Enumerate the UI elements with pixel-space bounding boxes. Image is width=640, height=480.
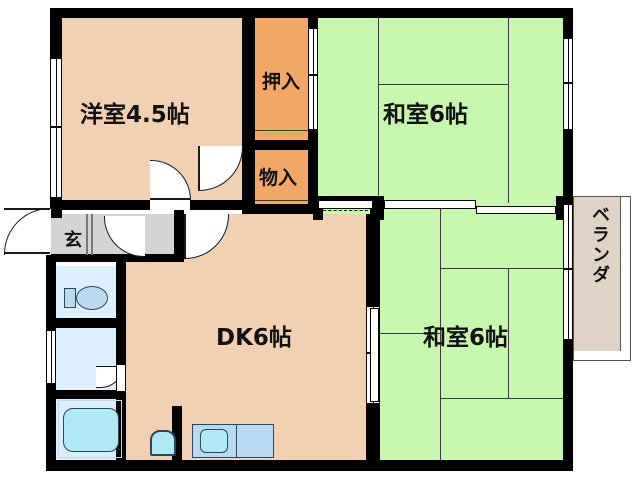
wall-storage-right bbox=[308, 150, 318, 214]
wall-closet-right-lower bbox=[308, 130, 318, 150]
wall-left-toilet bbox=[46, 258, 56, 326]
room-tatami-south bbox=[380, 203, 573, 460]
wall-genkan-right bbox=[174, 210, 184, 262]
label-tatami-room-north: 和室6帖 bbox=[383, 102, 469, 128]
room-tatami-north bbox=[318, 18, 573, 203]
toilet-door[interactable] bbox=[118, 258, 126, 260]
label-tatami-room-south: 和室6帖 bbox=[423, 325, 509, 351]
toilet-tank bbox=[64, 288, 76, 308]
tatami-line bbox=[378, 18, 379, 203]
sliding-door-dk-tatami[interactable] bbox=[370, 308, 379, 402]
tatami-line bbox=[380, 333, 440, 334]
wall-western-right bbox=[242, 8, 255, 210]
wall-dk-right-upper bbox=[366, 214, 380, 306]
washroom-door-track[interactable] bbox=[116, 364, 126, 392]
label-western-room: 洋室4.5帖 bbox=[80, 102, 190, 128]
window-mullion bbox=[308, 74, 318, 76]
wall-closet-divider bbox=[242, 140, 318, 150]
wall-dk-top-left bbox=[126, 254, 184, 262]
western-room-door-leaf[interactable] bbox=[150, 198, 190, 200]
wall-exterior-right-top bbox=[563, 8, 573, 38]
window-mullion bbox=[568, 204, 569, 340]
label-genkan: 玄 bbox=[64, 230, 82, 251]
room-dining-kitchen bbox=[180, 214, 366, 460]
fusuma-door-left[interactable] bbox=[318, 200, 373, 209]
wall-washroom-bottom bbox=[46, 390, 126, 399]
tatami-line bbox=[508, 18, 509, 203]
window-mullion bbox=[563, 268, 573, 270]
closet-shelf-line bbox=[255, 130, 313, 131]
label-veranda: ベランダ bbox=[589, 205, 610, 285]
wall-exterior-left-top bbox=[50, 8, 62, 60]
entrance-threshold bbox=[4, 252, 50, 254]
veranda-area bbox=[573, 196, 621, 351]
wall-toilet-bottom bbox=[46, 318, 126, 328]
wall-western-bottom bbox=[50, 200, 150, 210]
tatami-line bbox=[440, 203, 441, 460]
label-dining-kitchen: DK6帖 bbox=[216, 325, 292, 351]
bathtub-fixture bbox=[63, 408, 119, 452]
wall-washroom-right bbox=[116, 326, 126, 366]
wall-closet-right-upper bbox=[308, 8, 318, 28]
bathroom-floor-edge bbox=[58, 400, 122, 458]
wall-western-bottom2 bbox=[190, 200, 242, 210]
wall-north-tatami-bottom-left bbox=[313, 204, 323, 220]
wall-exterior-bottom bbox=[50, 460, 573, 471]
window-mullion bbox=[50, 126, 62, 128]
wall-exterior-right-mid bbox=[563, 130, 573, 204]
fusuma-door-right-a[interactable] bbox=[384, 200, 476, 209]
dk-door-leaf[interactable] bbox=[184, 214, 186, 258]
wall-left-washroom-bottom bbox=[46, 384, 56, 394]
wall-exterior-right-south bbox=[563, 340, 573, 470]
tatami-line bbox=[378, 84, 509, 85]
window-mullion bbox=[563, 82, 573, 84]
label-oshiire: 押入 bbox=[262, 71, 301, 93]
window-mullion bbox=[56, 58, 57, 198]
entrance-door-swing[interactable] bbox=[4, 208, 51, 255]
wall-genkan-bottom bbox=[46, 254, 184, 262]
kitchen-counter-divider bbox=[236, 424, 237, 458]
window-mullion bbox=[51, 330, 52, 384]
wall-dk-right-lower bbox=[366, 404, 380, 470]
genkan-step-line bbox=[86, 214, 88, 255]
wall-dk-left bbox=[172, 406, 182, 470]
closet-oshiire bbox=[255, 18, 313, 140]
storage-shelf-line bbox=[255, 200, 313, 201]
kitchen-sink bbox=[200, 429, 228, 453]
washbasin-fixture bbox=[150, 430, 176, 456]
wall-storage-bottom bbox=[242, 204, 318, 214]
fusuma-track bbox=[318, 210, 373, 212]
toilet-bowl bbox=[76, 286, 108, 310]
wall-tatami-divider-pillar bbox=[370, 196, 384, 220]
genkan-step-line2 bbox=[91, 214, 93, 255]
window-mullion bbox=[568, 38, 569, 130]
tatami-line bbox=[440, 398, 573, 399]
tatami-line bbox=[508, 268, 509, 398]
veranda-outline bbox=[573, 196, 631, 361]
label-monoire: 物入 bbox=[259, 167, 298, 189]
tatami-line bbox=[440, 268, 573, 269]
fusuma-door-right-b[interactable] bbox=[476, 206, 556, 214]
wall-toilet-right bbox=[116, 258, 126, 326]
entrance-door-leaf[interactable] bbox=[4, 208, 50, 210]
window-mullion bbox=[313, 28, 314, 130]
corridor-door-leaf[interactable] bbox=[198, 146, 200, 190]
wall-left-bath bbox=[46, 392, 56, 471]
